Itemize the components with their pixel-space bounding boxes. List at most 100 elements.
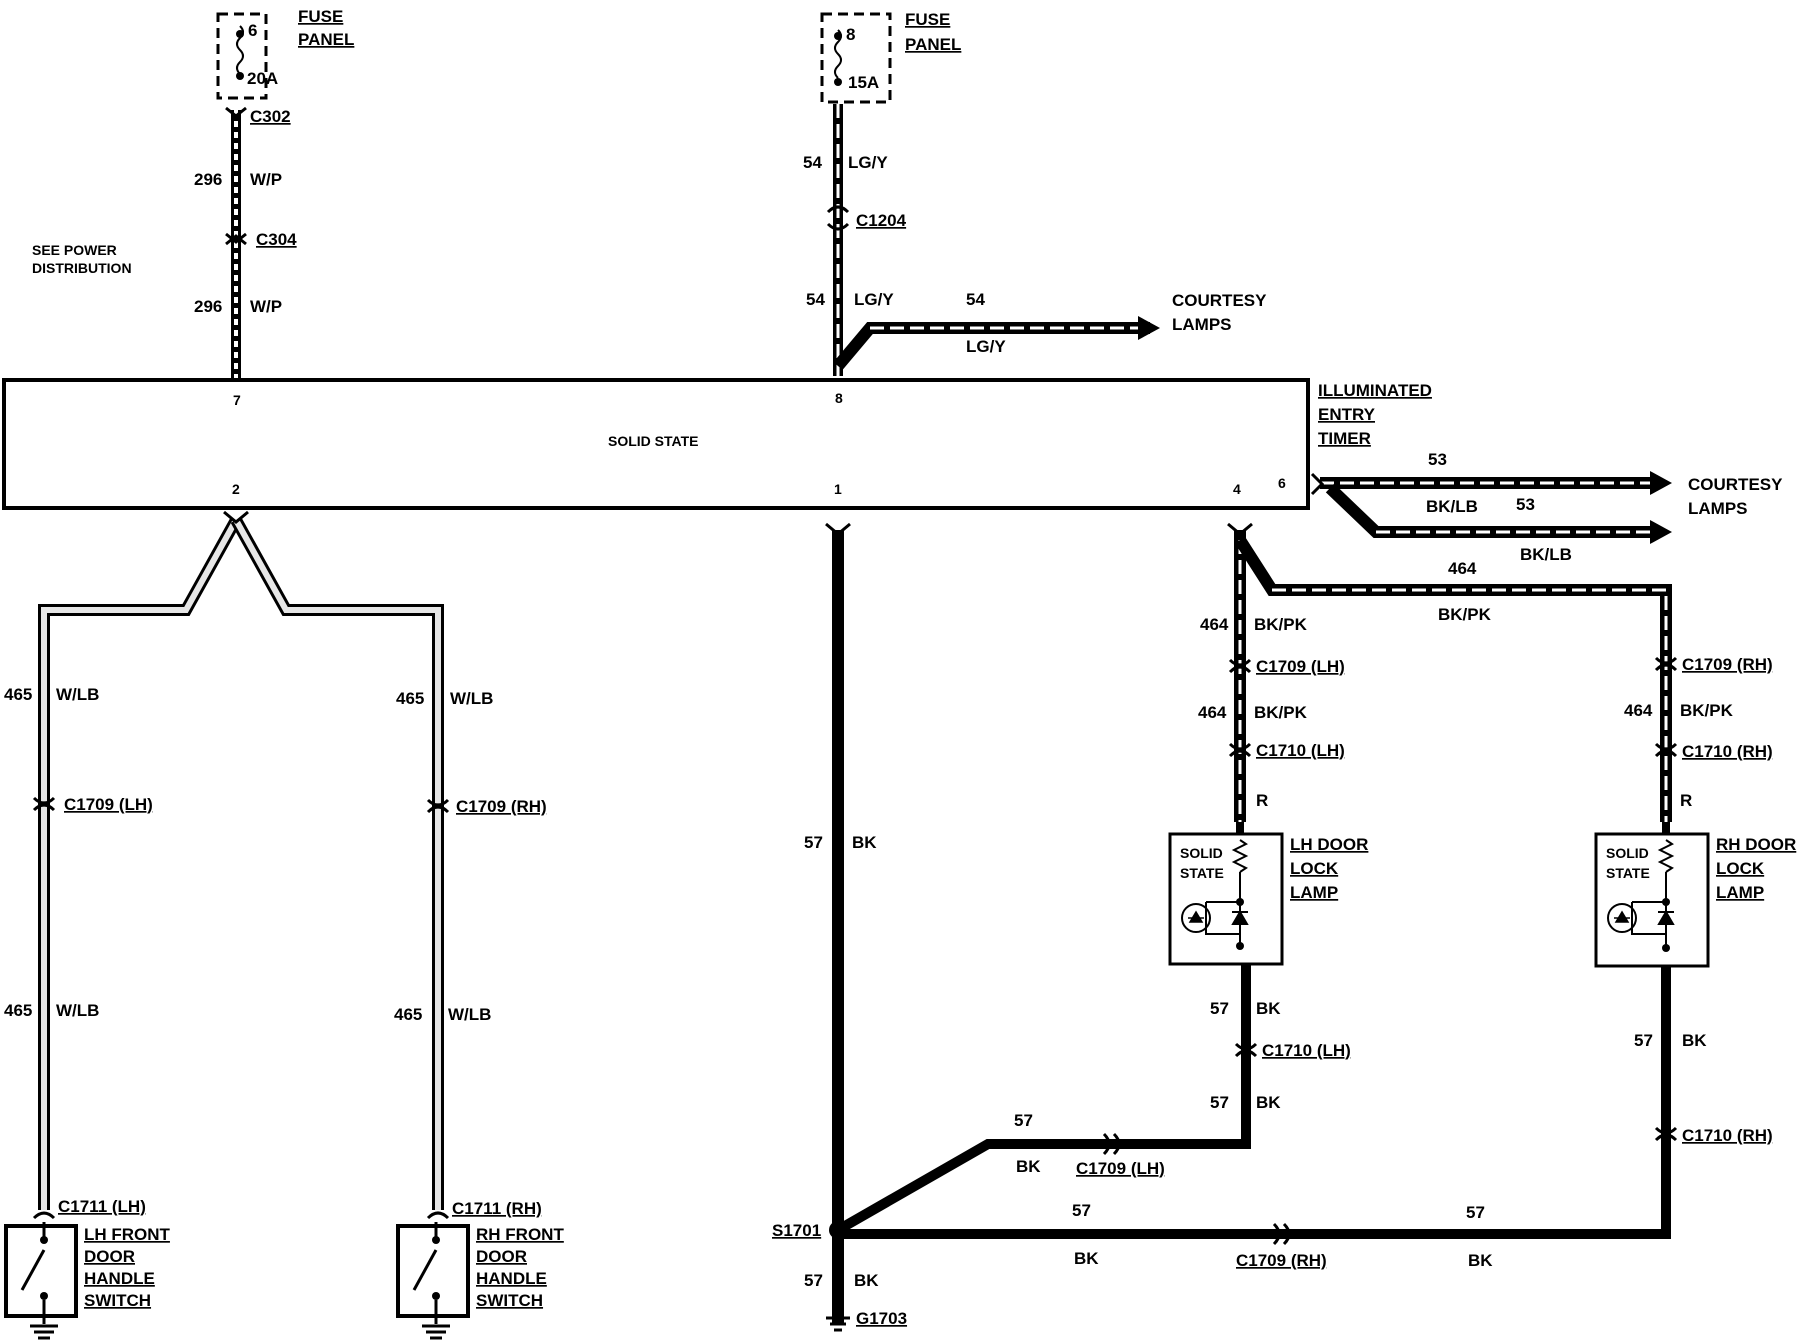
wire-54-circuit-lower: 54 [806, 290, 825, 309]
lh-lamp-label-2: LOCK [1290, 859, 1339, 878]
wire-464-color-lh-2: BK/PK [1254, 703, 1308, 722]
wire-57-color-lh-2: BK [1256, 1093, 1281, 1112]
wire-54-branch-circuit: 54 [966, 290, 985, 309]
wire-57-color-bottom-1: BK [1074, 1249, 1099, 1268]
connector-c1711-rh: C1711 (RH) [426, 1199, 542, 1220]
svg-text:S1701: S1701 [772, 1221, 821, 1240]
wire-465-color-lh-1: W/LB [56, 685, 99, 704]
connector-c1711-lh: C1711 (LH) [32, 1197, 146, 1220]
wire-464-color-rh: BK/PK [1680, 701, 1734, 720]
wire-53-color-upper: BK/LB [1426, 497, 1478, 516]
wire-57-circuit-lh-1: 57 [1210, 999, 1229, 1018]
power-note-2: DISTRIBUTION [32, 260, 132, 276]
wire-57-color-ground: BK [854, 1271, 879, 1290]
wire-53-circuit-lower: 53 [1516, 495, 1535, 514]
fuse-panel-right: 8 15A FUSE PANEL [820, 10, 961, 104]
ground-g1703: G1703 [826, 1308, 907, 1332]
pin-8: 8 [835, 390, 843, 406]
pin-7: 7 [233, 392, 241, 408]
lh-front-door-handle-switch: LH FRONT DOOR HANDLE SWITCH [4, 1222, 171, 1340]
module-name-3: TIMER [1318, 429, 1371, 448]
power-note-1: SEE POWER [32, 242, 117, 258]
pin-6: 6 [1278, 475, 1286, 491]
rh-switch-label-3: HANDLE [476, 1269, 547, 1288]
courtesy-lamps-right-2: LAMPS [1688, 499, 1748, 518]
rh-lamp-label-3: LAMP [1716, 883, 1764, 902]
wire-57-color-main: BK [852, 833, 877, 852]
courtesy-lamps-top-1: COURTESY [1172, 291, 1267, 310]
wire-465-circuit-lh-1: 465 [4, 685, 32, 704]
fuse-panel-left-label-2: PANEL [298, 30, 354, 49]
wire-57-color-lh-1: BK [1256, 999, 1281, 1018]
wire-54-color-upper: LG/Y [848, 153, 888, 172]
connector-c1710-rh-upper: C1710 (RH) [1654, 742, 1773, 761]
wire-57 [825, 522, 1671, 1324]
connector-c1710-lh-upper: C1710 (LH) [1228, 741, 1345, 760]
lh-switch-label-2: DOOR [84, 1247, 135, 1266]
wire-465 [38, 510, 444, 1210]
wire-464-color-lh-1: BK/PK [1254, 615, 1308, 634]
wire-465-color-rh-1: W/LB [450, 689, 493, 708]
wire-57-circuit-main: 57 [804, 833, 823, 852]
svg-text:C1710 (LH): C1710 (LH) [1256, 741, 1345, 760]
svg-text:C1709 (RH): C1709 (RH) [1236, 1251, 1327, 1270]
rh-lamp-label-1: RH DOOR [1716, 835, 1796, 854]
lh-switch-label-3: HANDLE [84, 1269, 155, 1288]
courtesy-lamps-top-2: LAMPS [1172, 315, 1232, 334]
wire-465-circuit-lh-2: 465 [4, 1001, 32, 1020]
wire-57-color-lh-run: BK [1016, 1157, 1041, 1176]
wire-53-circuit-upper: 53 [1428, 450, 1447, 469]
connector-c1709-lh-switch: C1709 (LH) [32, 795, 153, 814]
wire-57-color-rh: BK [1682, 1031, 1707, 1050]
module-name-2: ENTRY [1318, 405, 1376, 424]
connector-c1709-lh-upper: C1709 (LH) [1228, 657, 1345, 676]
wire-57-circuit-lh-run: 57 [1014, 1111, 1033, 1130]
svg-text:C1709 (LH): C1709 (LH) [1076, 1159, 1165, 1178]
connector-c1710-lh-lower: C1710 (LH) [1234, 1041, 1351, 1060]
wire-465-color-rh-2: W/LB [448, 1005, 491, 1024]
illuminated-entry-timer-module: SOLID STATE 7 8 2 1 4 6 ILLUMINATED ENTR… [2, 378, 1432, 510]
svg-text:G1703: G1703 [856, 1309, 907, 1328]
svg-text:C1204: C1204 [856, 211, 907, 230]
rh-door-lock-lamp: SOLID STATE RH DOOR LOCK LAMP [1594, 832, 1796, 968]
connector-c1204: C1204 [826, 205, 907, 231]
lh-door-lock-lamp: SOLID STATE LH DOOR LOCK LAMP [1168, 832, 1368, 966]
lh-lamp-solid-2: STATE [1180, 865, 1224, 881]
wire-464-circuit-lh-1: 464 [1200, 615, 1229, 634]
rh-lamp-solid-2: STATE [1606, 865, 1650, 881]
module-name-1: ILLUMINATED [1318, 381, 1432, 400]
wire-296-circuit-lower: 296 [194, 297, 222, 316]
connector-c1709-rh-upper: C1709 (RH) [1654, 655, 1773, 674]
wire-54-color-lower: LG/Y [854, 290, 894, 309]
pin-4: 4 [1233, 481, 1241, 497]
rh-front-door-handle-switch: RH FRONT DOOR HANDLE SWITCH [396, 1222, 564, 1340]
svg-text:C1710 (RH): C1710 (RH) [1682, 1126, 1773, 1145]
connector-c1710-rh-lower: C1710 (RH) [1654, 1126, 1773, 1145]
wire-57-circuit-ground: 57 [804, 1271, 823, 1290]
rh-lamp-solid-1: SOLID [1606, 845, 1649, 861]
fuse-rating-left: 20A [247, 69, 278, 88]
svg-text:C1709 (RH): C1709 (RH) [1682, 655, 1773, 674]
wire-54 [833, 104, 1160, 376]
connector-c1709-rh-lower: C1709 (RH) [1236, 1222, 1327, 1270]
connector-c1709-rh-switch: C1709 (RH) [426, 797, 547, 816]
lh-lamp-solid-1: SOLID [1180, 845, 1223, 861]
wire-r-lh: R [1256, 791, 1268, 810]
svg-text:C1709 (RH): C1709 (RH) [456, 797, 547, 816]
wire-57-circuit-bottom-2: 57 [1466, 1203, 1485, 1222]
wire-57-color-bottom-2: BK [1468, 1251, 1493, 1270]
fuse-rating-right: 15A [848, 73, 879, 92]
lh-lamp-label-1: LH DOOR [1290, 835, 1368, 854]
wire-465-color-lh-2: W/LB [56, 1001, 99, 1020]
svg-text:C1711 (RH): C1711 (RH) [452, 1199, 542, 1218]
wire-r-rh: R [1680, 791, 1692, 810]
svg-text:C302: C302 [250, 107, 291, 126]
wire-53-color-lower: BK/LB [1520, 545, 1572, 564]
wire-57-circuit-bottom-1: 57 [1072, 1201, 1091, 1220]
wire-296-color-lower: W/P [250, 297, 282, 316]
svg-text:C304: C304 [256, 230, 297, 249]
fuse-panel-right-label-2: PANEL [905, 35, 961, 54]
rh-switch-label-2: DOOR [476, 1247, 527, 1266]
wire-464 [1227, 522, 1672, 822]
